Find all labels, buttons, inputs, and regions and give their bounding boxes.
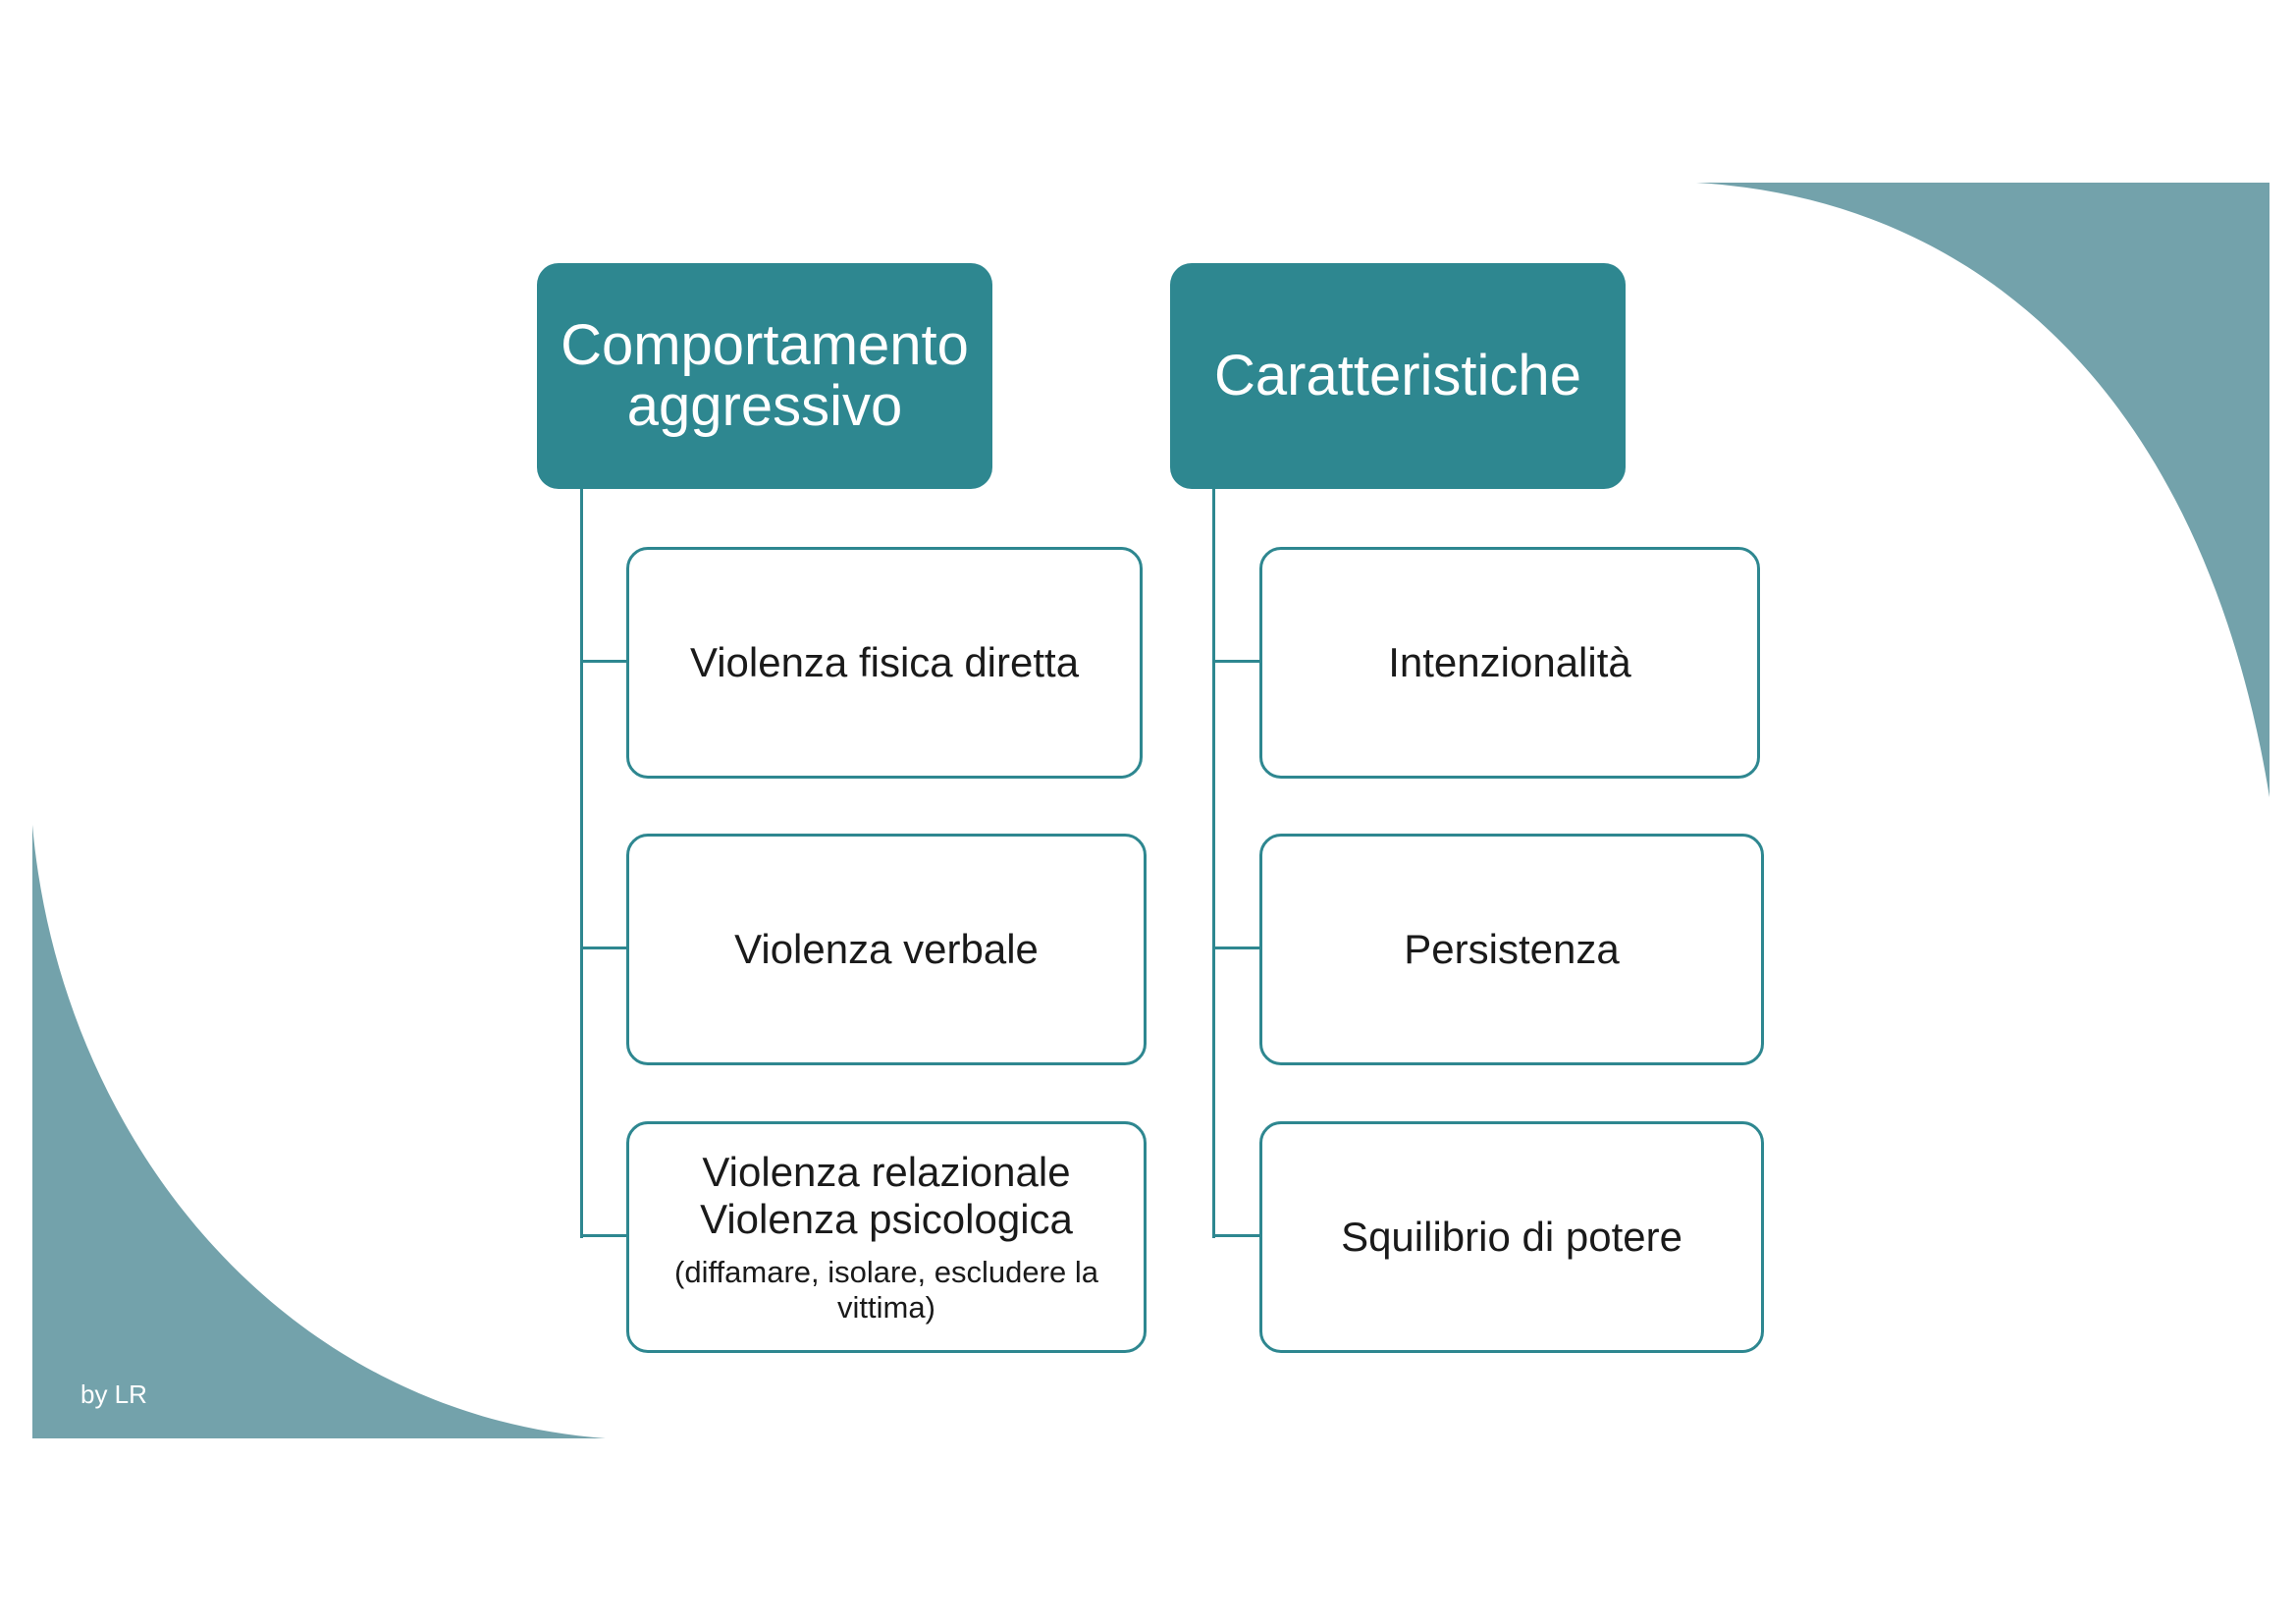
connector-branch-col2-item3 [1212, 1234, 1259, 1237]
credit-label: by LR [80, 1380, 147, 1409]
item-violenza-fisica-diretta: Violenza fisica diretta [626, 547, 1143, 779]
connector-branch-col2-item2 [1212, 947, 1259, 949]
item-label: Persistenza [1404, 926, 1620, 972]
item-note: (diffamare, isolare, escludere la vittim… [674, 1255, 1098, 1325]
connector-vertical-col2 [1212, 487, 1215, 1238]
item-label: Intenzionalità [1388, 639, 1631, 685]
item-label: Violenza relazionale Violenza psicologic… [700, 1149, 1073, 1242]
header-label: Comportamento aggressivo [561, 313, 969, 438]
connector-vertical-col1 [580, 487, 583, 1238]
header-caratteristiche: Caratteristiche [1170, 263, 1626, 489]
top-right-corner-shape [1696, 183, 2269, 797]
bottom-left-corner-shape [32, 825, 606, 1438]
connector-branch-col1-item1 [580, 660, 626, 663]
item-label: Violenza verbale [734, 926, 1039, 972]
item-label: Violenza fisica diretta [689, 639, 1080, 685]
item-squilibrio-di-potere: Squilibrio di potere [1259, 1121, 1764, 1353]
item-violenza-relazionale-psicologica: Violenza relazionale Violenza psicologic… [626, 1121, 1147, 1353]
item-violenza-verbale: Violenza verbale [626, 834, 1147, 1065]
item-intenzionalita: Intenzionalità [1259, 547, 1760, 779]
item-persistenza: Persistenza [1259, 834, 1764, 1065]
connector-branch-col2-item1 [1212, 660, 1259, 663]
item-label: Squilibrio di potere [1341, 1214, 1682, 1260]
connector-branch-col1-item2 [580, 947, 626, 949]
connector-branch-col1-item3 [580, 1234, 626, 1237]
header-label: Caratteristiche [1214, 344, 1581, 407]
header-comportamento-aggressivo: Comportamento aggressivo [537, 263, 992, 489]
